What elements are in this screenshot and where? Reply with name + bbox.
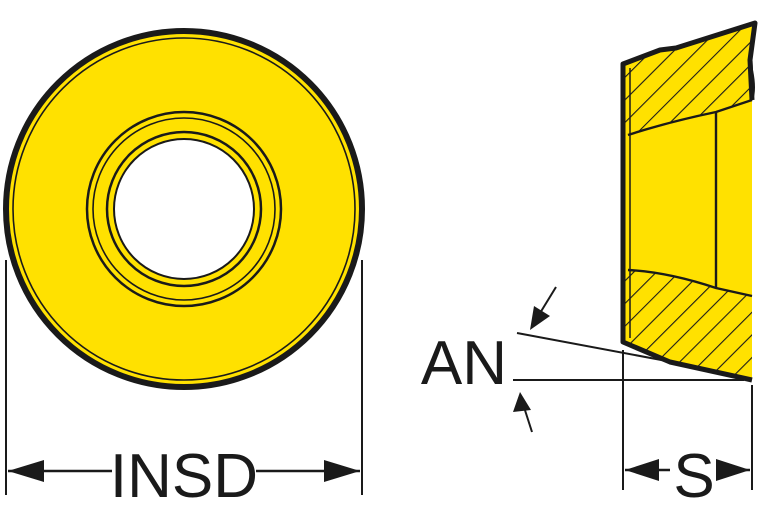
hole — [113, 138, 255, 280]
insd-arrow-right — [324, 460, 360, 482]
an-label: AN — [421, 329, 507, 398]
section-hatch-top — [623, 23, 755, 135]
section-hatch-bottom — [623, 270, 752, 380]
insd-label: INSD — [110, 442, 258, 511]
insd-dimension: INSD — [5, 260, 363, 511]
s-dimension: S — [622, 350, 753, 511]
bore-curve-top — [627, 98, 753, 137]
s-arrow-right — [716, 459, 750, 481]
side-view — [620, 20, 758, 383]
s-arrow-left — [625, 459, 659, 481]
insert-edge-line — [12, 37, 356, 381]
an-arrow-top — [530, 306, 550, 330]
section-break-line — [750, 22, 756, 101]
hole-bore-ring — [105, 130, 263, 288]
front-view — [3, 28, 365, 390]
an-dimension: AN — [421, 286, 744, 433]
hole-chamfer-inner — [92, 117, 276, 301]
s-label: S — [673, 442, 714, 511]
insd-arrow-left — [8, 460, 44, 482]
hole-chamfer-outer — [85, 110, 283, 308]
an-angle-line — [516, 332, 673, 363]
an-arrow-bottom — [513, 392, 531, 412]
bore-curve-bottom — [627, 268, 753, 298]
